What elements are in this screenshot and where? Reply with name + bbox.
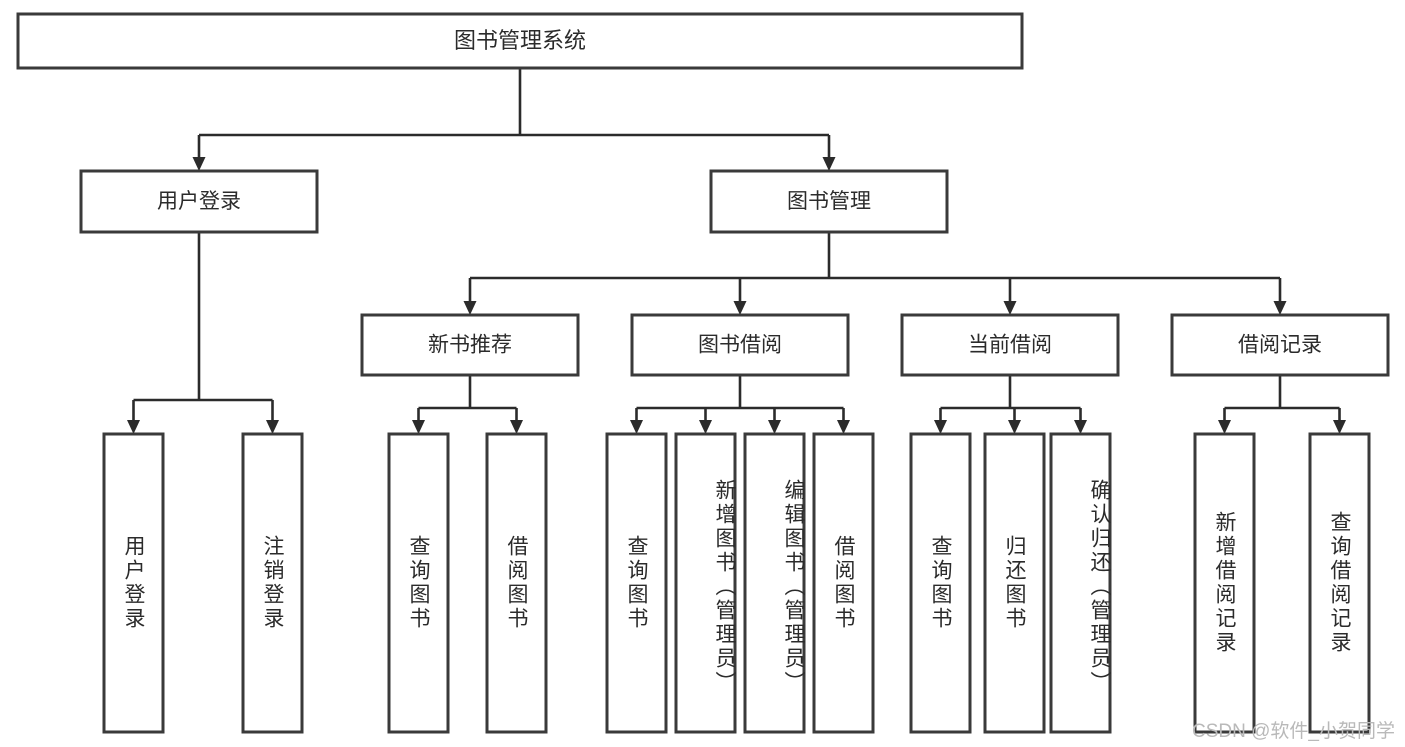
leaf-node-leaf-borrow-book-2[interactable]: [812, 432, 875, 734]
node-label: 新书推荐: [428, 334, 512, 357]
leaf-node-leaf-borrow-book-1[interactable]: [485, 432, 548, 734]
node-label: 图书管理系统: [454, 28, 586, 53]
arrow-head: [1008, 420, 1021, 434]
leaf-node-leaf-query-book-3[interactable]: [909, 432, 972, 734]
box-shape: [743, 432, 806, 734]
arrow-head: [768, 420, 781, 434]
level3-node-current-borrow[interactable]: 当前借阅: [900, 313, 1120, 377]
arrow-head: [630, 420, 643, 434]
box-shape: [241, 432, 304, 734]
level3-node-book-borrow[interactable]: 图书借阅: [630, 313, 850, 377]
arrow-head: [1074, 420, 1087, 434]
box-shape: [1049, 432, 1112, 734]
arrow-head: [127, 420, 140, 434]
box-shape: [983, 432, 1046, 734]
level2-node-book-manage[interactable]: 图书管理: [709, 169, 949, 234]
level3-node-borrow-record[interactable]: 借阅记录: [1170, 313, 1390, 377]
leaf-node-leaf-query-book-2[interactable]: [605, 432, 668, 734]
leaf-node-leaf-edit-book[interactable]: [743, 432, 806, 734]
leaf-node-leaf-add-record[interactable]: [1193, 432, 1256, 734]
box-shape: [102, 432, 165, 734]
arrow-head: [934, 420, 947, 434]
node-label: 图书管理: [787, 190, 871, 213]
box-shape: [709, 169, 949, 234]
node-label: 图书借阅: [698, 334, 782, 357]
arrow-head: [699, 420, 712, 434]
arrow-head: [733, 301, 747, 315]
arrow-head: [266, 420, 279, 434]
box-shape: [630, 313, 850, 377]
box-shape: [812, 432, 875, 734]
box-shape: [79, 169, 319, 234]
connector-lines: [127, 68, 1346, 434]
node-label: 借阅记录: [1238, 334, 1322, 357]
box-shape: [1170, 313, 1390, 377]
level3-node-new-book-recommend[interactable]: 新书推荐: [360, 313, 580, 377]
root-node-root[interactable]: 图书管理系统: [16, 12, 1024, 70]
node-label: 用户登录: [157, 190, 241, 213]
level2-node-user-login[interactable]: 用户登录: [79, 169, 319, 234]
node-label: 当前借阅: [968, 334, 1052, 357]
box-shape: [900, 313, 1120, 377]
box-shape: [360, 313, 580, 377]
box-shape: [1308, 432, 1371, 734]
box-shape: [909, 432, 972, 734]
leaf-node-leaf-query-book-1[interactable]: [387, 432, 450, 734]
leaf-node-leaf-query-record[interactable]: [1308, 432, 1371, 734]
leaf-node-leaf-user-login[interactable]: [102, 432, 165, 734]
arrow-head: [412, 420, 425, 434]
leaf-node-leaf-logout[interactable]: [241, 432, 304, 734]
arrow-head: [1218, 420, 1231, 434]
arrow-head: [1333, 420, 1346, 434]
arrow-head: [822, 157, 836, 171]
arrow-head: [1003, 301, 1017, 315]
leaf-node-leaf-return-book[interactable]: [983, 432, 1046, 734]
box-shape: [387, 432, 450, 734]
leaf-node-leaf-confirm-return[interactable]: [1049, 432, 1112, 734]
arrow-head: [837, 420, 850, 434]
arrow-head: [463, 301, 477, 315]
box-shape: [1193, 432, 1256, 734]
box-shape: [674, 432, 737, 734]
leaf-node-leaf-add-book[interactable]: [674, 432, 737, 734]
box-shape: [16, 12, 1024, 70]
arrow-head: [1273, 301, 1287, 315]
arrow-head: [192, 157, 206, 171]
arrow-head: [510, 420, 523, 434]
box-shape: [485, 432, 548, 734]
box-shape: [605, 432, 668, 734]
